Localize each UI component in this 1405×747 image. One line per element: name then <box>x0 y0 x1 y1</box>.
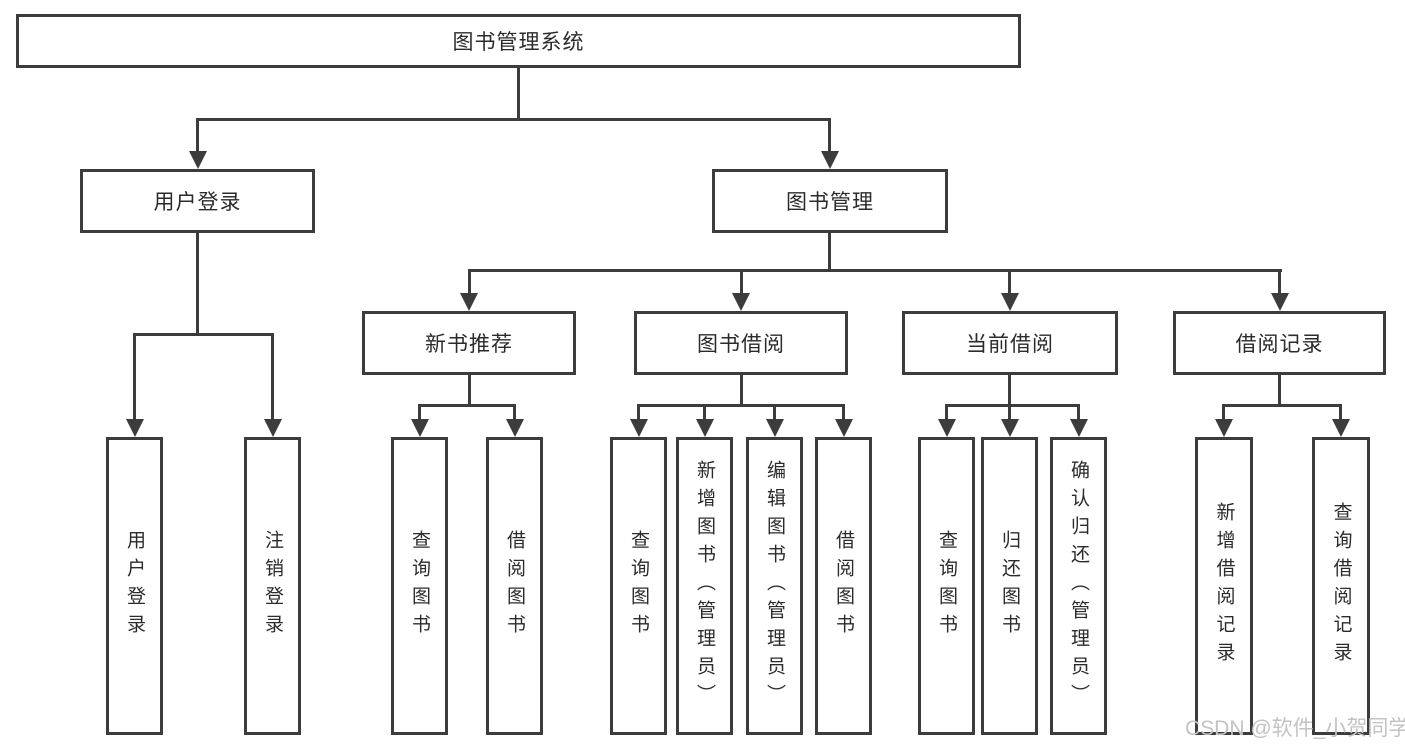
csdn-watermark: CSDN @软件_小贺同学 <box>1185 717 1405 740</box>
connector-line <box>842 404 845 421</box>
connector-line <box>133 333 274 336</box>
arrowhead-icon <box>835 419 853 437</box>
arrowhead-icon <box>1215 419 1233 437</box>
connector-line <box>637 404 640 421</box>
leaf-add-borrow-record: 新增借阅记录 <box>1195 437 1253 735</box>
node-user-login-branch: 用户登录 <box>80 169 315 233</box>
connector-line <box>828 118 831 153</box>
connector-line <box>468 375 471 407</box>
node-library-system: 图书管理系统 <box>16 14 1021 68</box>
connector-line <box>740 375 743 407</box>
arrowhead-icon <box>126 419 144 437</box>
node-new-book-recommend: 新书推荐 <box>362 311 576 375</box>
leaf-borrow-books: 借阅图书 <box>815 437 872 735</box>
connector-line <box>945 404 1080 407</box>
connector-line <box>1278 375 1281 407</box>
connector-line <box>133 333 136 421</box>
arrowhead-icon <box>460 293 478 311</box>
connector-line <box>271 333 274 421</box>
connector-line <box>637 404 845 407</box>
connector-line <box>1278 269 1281 295</box>
arrowhead-icon <box>630 419 648 437</box>
node-book-borrow: 图书借阅 <box>634 311 848 375</box>
connector-line <box>1222 404 1225 421</box>
connector-line <box>1008 404 1011 421</box>
node-current-borrow: 当前借阅 <box>902 311 1118 375</box>
connector-line <box>1077 404 1080 421</box>
leaf-query-books-borrow: 查询图书 <box>610 437 667 735</box>
leaf-logout: 注销登录 <box>244 437 301 735</box>
arrowhead-icon <box>264 419 282 437</box>
connector-line <box>468 269 1282 272</box>
leaf-confirm-return-admin: 确认归还（管理员） <box>1050 437 1107 735</box>
node-book-management: 图书管理 <box>712 169 948 233</box>
arrowhead-icon <box>938 419 956 437</box>
connector-line <box>945 404 948 421</box>
connector-line <box>1222 404 1342 407</box>
arrowhead-icon <box>1070 419 1088 437</box>
leaf-add-book-admin: 新增图书（管理员） <box>676 437 733 735</box>
connector-line <box>196 118 199 153</box>
arrowhead-icon <box>1001 293 1019 311</box>
connector-line <box>196 233 199 336</box>
arrowhead-icon <box>696 419 714 437</box>
connector-line <box>740 269 743 295</box>
node-borrow-records: 借阅记录 <box>1173 311 1386 375</box>
arrowhead-icon <box>189 151 207 169</box>
arrowhead-icon <box>411 419 429 437</box>
leaf-query-books-recommend: 查询图书 <box>391 437 448 735</box>
leaf-query-books-current: 查询图书 <box>918 437 975 735</box>
connector-line <box>1339 404 1342 421</box>
connector-line <box>513 404 516 421</box>
arrowhead-icon <box>821 151 839 169</box>
leaf-return-book: 归还图书 <box>981 437 1038 735</box>
leaf-borrow-books-recommend: 借阅图书 <box>486 437 543 735</box>
leaf-edit-book-admin: 编辑图书（管理员） <box>746 437 803 735</box>
leaf-user-login: 用户登录 <box>106 437 163 735</box>
connector-line <box>418 404 516 407</box>
connector-line <box>773 404 776 421</box>
arrowhead-icon <box>732 293 750 311</box>
connector-line <box>1008 269 1011 295</box>
connector-line <box>468 269 471 295</box>
connector-line <box>418 404 421 421</box>
arrowhead-icon <box>1271 293 1289 311</box>
arrowhead-icon <box>1332 419 1350 437</box>
connector-line <box>703 404 706 421</box>
arrowhead-icon <box>766 419 784 437</box>
arrowhead-icon <box>1001 419 1019 437</box>
arrowhead-icon <box>506 419 524 437</box>
connector-line <box>196 118 831 121</box>
connector-line <box>517 68 520 121</box>
connector-line <box>828 233 831 272</box>
leaf-query-borrow-record: 查询借阅记录 <box>1312 437 1370 735</box>
connector-line <box>1008 375 1011 407</box>
